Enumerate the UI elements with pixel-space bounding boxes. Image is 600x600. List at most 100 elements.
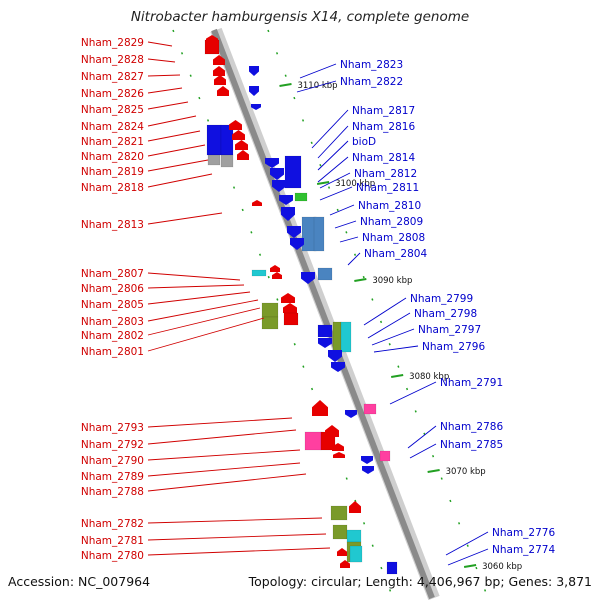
leader-line-right <box>319 186 353 201</box>
leader-line-left <box>147 74 181 77</box>
gene-block <box>332 321 342 353</box>
gene-label-right: Nham_2785 <box>440 439 503 451</box>
gene-label-left: Nham_2792 <box>81 439 144 451</box>
gene-block <box>294 192 308 202</box>
gene-label-left: Nham_2821 <box>81 136 144 148</box>
gene-block <box>349 545 363 563</box>
gene-block <box>304 431 322 451</box>
gene-block <box>206 124 222 156</box>
gene-label-right: Nham_2796 <box>422 341 485 353</box>
gene-arrow-up <box>283 303 297 313</box>
gene-arrow-up <box>272 272 282 279</box>
leader-line-left <box>147 58 176 63</box>
gene-label-right: Nham_2786 <box>440 421 503 433</box>
gene-block <box>330 505 348 521</box>
gene-arrow-down <box>249 66 259 76</box>
gene-arrow-up <box>213 55 225 65</box>
tick-mark <box>463 564 477 568</box>
leader-line-right <box>407 425 437 449</box>
leader-line-left <box>147 462 301 477</box>
gene-arrow-down <box>272 180 286 192</box>
gene-label-left: Nham_2782 <box>81 518 144 530</box>
gene-label-right: Nham_2823 <box>340 59 403 71</box>
tick-label: 3080 kbp <box>409 372 449 382</box>
gene-label-left: Nham_2828 <box>81 54 144 66</box>
gene-arrow-up <box>281 293 295 303</box>
gene-block <box>283 312 299 326</box>
leader-line-left <box>147 41 173 47</box>
leader-line-right <box>445 531 489 556</box>
gene-arrow-up <box>325 425 339 437</box>
gene-arrow-down <box>270 168 284 180</box>
leader-line-right <box>389 381 437 405</box>
gene-label-left: Nham_2781 <box>81 535 144 547</box>
leader-line-left <box>147 299 259 322</box>
gene-label-left: Nham_2819 <box>81 166 144 178</box>
gene-label-left: Nham_2813 <box>81 219 144 231</box>
gene-arrow-up <box>235 140 248 150</box>
gene-arrow-up <box>214 75 226 85</box>
gene-label-right: Nham_2791 <box>440 377 503 389</box>
gene-arrow-up <box>349 501 361 513</box>
leader-line-right <box>334 220 357 229</box>
leader-line-right <box>317 156 349 183</box>
gene-block <box>220 154 234 168</box>
gene-block <box>332 524 348 540</box>
gene-arrow-down <box>287 226 301 238</box>
gene-label-right: Nham_2822 <box>340 76 403 88</box>
gene-label-right: Nham_2808 <box>362 232 425 244</box>
gene-label-right: Nham_2811 <box>356 182 419 194</box>
label-leader-lines <box>147 41 489 566</box>
leader-line-left <box>147 101 189 110</box>
leader-line-left <box>147 212 223 225</box>
gene-arrow-up <box>333 452 345 458</box>
gene-label-left: Nham_2805 <box>81 299 144 311</box>
leader-line-right <box>371 328 415 346</box>
gene-block <box>317 324 333 338</box>
gene-arrow-up <box>270 265 280 272</box>
leader-line-left <box>147 307 261 336</box>
tick-mark <box>427 469 440 473</box>
leader-line-left <box>147 429 297 445</box>
tick-label: 3070 kbp <box>446 467 486 477</box>
gene-label-left: Nham_2790 <box>81 455 144 467</box>
map-title: Nitrobacter hamburgensis X14, complete g… <box>130 9 470 25</box>
leader-line-right <box>347 252 361 266</box>
gene-label-right: Nham_2799 <box>410 293 473 305</box>
tick-label: 3090 kbp <box>372 276 412 286</box>
leader-line-right <box>319 172 351 189</box>
gene-label-right: Nham_2798 <box>414 308 477 320</box>
leader-line-left <box>147 449 301 461</box>
leader-line-right <box>317 140 349 171</box>
gene-arrow-up <box>312 400 328 416</box>
gene-label-right: Nham_2814 <box>352 152 415 164</box>
gene-label-left: Nham_2825 <box>81 104 144 116</box>
tick-mark <box>279 83 292 87</box>
gene-arrow-down <box>251 104 261 110</box>
gene-label-left: Nham_2788 <box>81 486 144 498</box>
gene-label-right: Nham_2776 <box>492 527 555 539</box>
gene-block <box>284 155 302 189</box>
gene-label-left: Nham_2780 <box>81 550 144 562</box>
gene-label-right: Nham_2809 <box>360 216 423 228</box>
gene-label-right: Nham_2816 <box>352 121 415 133</box>
gene-labels: Nham_2829Nham_2828Nham_2827Nham_2826Nham… <box>81 37 556 562</box>
leader-line-left <box>147 473 307 492</box>
gene-label-left: Nham_2824 <box>81 121 144 133</box>
gene-arrow-down <box>249 86 259 96</box>
gene-arrow-down <box>301 272 315 284</box>
genome-backbone <box>211 28 435 600</box>
gene-arrow-up <box>332 443 344 451</box>
gene-block <box>379 450 391 462</box>
leader-line-right <box>339 236 359 243</box>
gene-arrow-up <box>217 86 229 96</box>
leader-line-left <box>147 144 206 157</box>
gene-label-right: Nham_2810 <box>358 200 421 212</box>
gene-arrow-up <box>237 150 249 160</box>
gene-label-left: Nham_2802 <box>81 330 144 342</box>
gene-arrow-down <box>265 158 279 168</box>
leader-line-left <box>147 291 251 305</box>
gene-label-left: Nham_2793 <box>81 422 144 434</box>
